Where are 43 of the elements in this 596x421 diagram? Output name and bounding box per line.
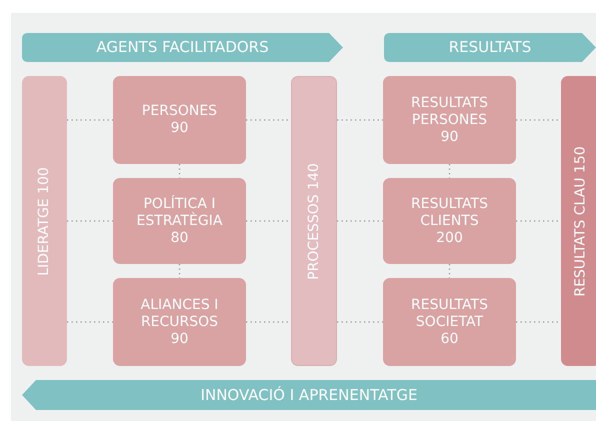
box-text: 90 <box>170 330 188 348</box>
category-box <box>383 178 516 264</box>
category-box <box>113 76 246 164</box>
banner-text: AGENTS FACILITADORS <box>96 39 269 56</box>
box-text: ALIANCES I RECURSOS <box>140 296 220 330</box>
column-text: PROCESSOS 140 <box>306 162 322 280</box>
dotted-connector <box>337 220 383 222</box>
box-text: 200 <box>436 230 463 246</box>
column-bar <box>561 76 596 366</box>
dotted-connector <box>337 321 383 323</box>
dotted-connector <box>516 220 561 222</box>
dotted-connector <box>246 119 291 121</box>
banner-text: INNOVACIÓ I APRENENTATGE <box>200 386 418 404</box>
box-text: 80 <box>170 230 188 246</box>
box-text: RESULTATS SOCIETAT <box>410 296 489 330</box>
category-box <box>383 76 516 164</box>
box-text: POLÍTICA I ESTRATÈGIA <box>136 196 224 230</box>
dotted-connector <box>246 321 291 323</box>
dotted-connector <box>67 321 113 323</box>
box-text: PERSONES <box>142 103 218 120</box>
box-text: 60 <box>440 330 458 348</box>
category-box <box>113 278 246 366</box>
dotted-connector <box>516 321 561 323</box>
category-box <box>113 178 246 264</box>
category-box <box>383 278 516 366</box>
dotted-connector <box>67 119 113 121</box>
dotted-connector <box>448 164 450 178</box>
dotted-connector <box>67 220 113 222</box>
dotted-connector <box>516 119 561 121</box>
box-text: 90 <box>440 128 458 146</box>
column-text: RESULTATS CLAU 150 <box>572 146 590 296</box>
column-bar <box>22 76 67 366</box>
dotted-connector <box>246 220 291 222</box>
box-text: 90 <box>170 120 188 137</box>
dotted-connector <box>178 164 180 178</box>
banner-text: RESULTATS <box>448 39 532 56</box>
column-bar <box>291 76 337 366</box>
box-text: RESULTATS CLIENTS <box>410 196 489 230</box>
column-text: LIDERATGE 100 <box>36 166 53 276</box>
box-text: RESULTATS PERSONES <box>410 94 489 128</box>
dotted-connector <box>178 264 180 278</box>
dotted-connector <box>337 119 383 121</box>
dotted-connector <box>448 264 450 278</box>
